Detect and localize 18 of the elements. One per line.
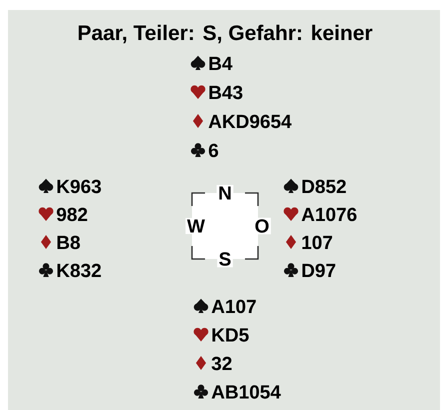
card-holding: D97 bbox=[302, 264, 336, 278]
card-holding: A107 bbox=[212, 300, 256, 314]
card-holding: 6 bbox=[208, 144, 218, 158]
card-holding: K832 bbox=[57, 264, 101, 278]
card-holding: K963 bbox=[57, 180, 101, 194]
card-holding: B43 bbox=[209, 86, 242, 100]
card-holding: 982 bbox=[56, 208, 88, 222]
card-holding: D852 bbox=[302, 180, 346, 194]
card-holding: A1076 bbox=[302, 208, 356, 222]
title: Paar, Teiler: S, Gefahr: keiner bbox=[78, 24, 372, 44]
card-holding: B8 bbox=[57, 236, 80, 250]
card-holding: 32 bbox=[212, 356, 232, 370]
card-holding: 107 bbox=[302, 236, 332, 250]
card-holding: AKD9654 bbox=[208, 114, 292, 128]
compass-box: N W O S bbox=[186, 184, 271, 268]
card-holding: B4 bbox=[209, 56, 232, 70]
card-holding: AB1054 bbox=[212, 385, 281, 399]
card-holding: KD5 bbox=[212, 328, 249, 342]
